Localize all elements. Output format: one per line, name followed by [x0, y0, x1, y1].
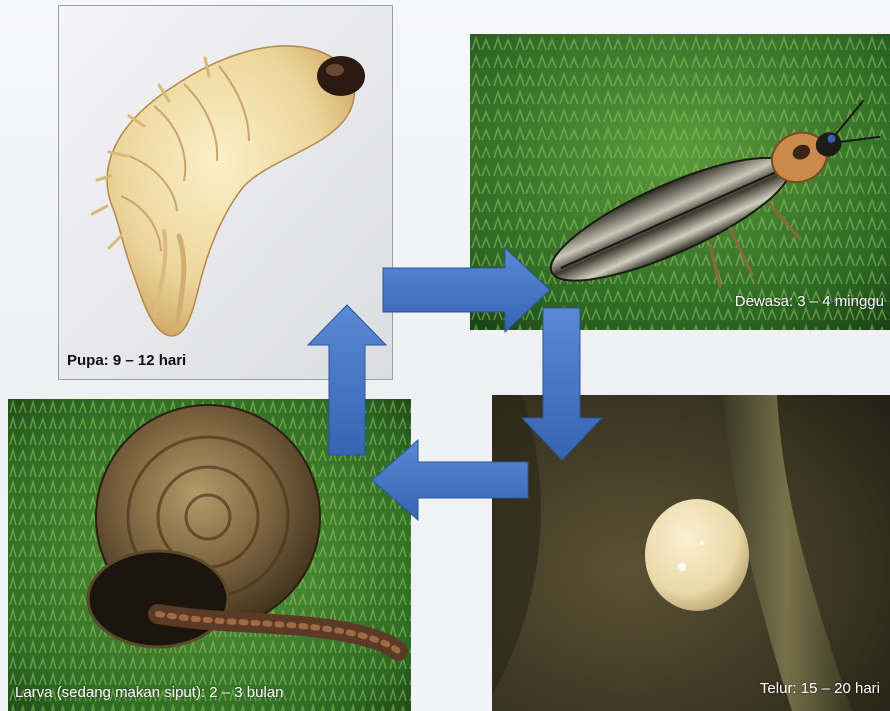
egg-caption: Telur: 15 – 20 hari: [760, 680, 880, 697]
pupa-caption: Pupa: 9 – 12 hari: [67, 352, 186, 369]
larva-eating-snail-image: [8, 399, 411, 711]
larva-panel: Larva (sedang makan siput): 2 – 3 bulan: [8, 399, 411, 711]
adult-panel: Dewasa: 3 – 4 minggu: [470, 34, 890, 330]
pupa-image: [59, 6, 393, 380]
adult-caption: Dewasa: 3 – 4 minggu: [735, 293, 884, 310]
egg-panel: Telur: 15 – 20 hari: [492, 395, 890, 711]
pupa-panel: Pupa: 9 – 12 hari: [58, 5, 393, 380]
adult-firefly-image: [470, 34, 890, 330]
egg-image: [492, 395, 890, 711]
larva-caption: Larva (sedang makan siput): 2 – 3 bulan: [15, 684, 284, 701]
